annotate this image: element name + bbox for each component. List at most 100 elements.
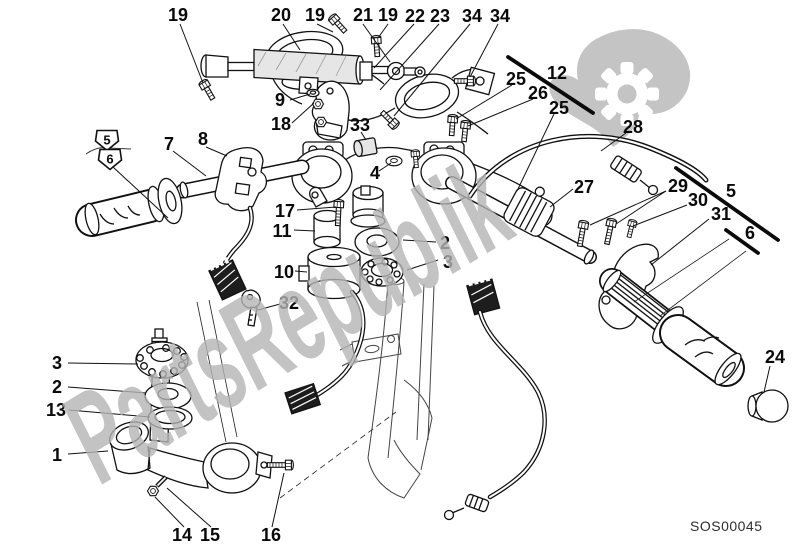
part-label: 15 bbox=[200, 525, 220, 545]
throttle-cable-lower bbox=[443, 274, 547, 521]
part-label: 1 bbox=[52, 445, 62, 465]
part-label: 27 bbox=[574, 177, 594, 197]
part-label: 5 bbox=[726, 181, 736, 201]
leader-line bbox=[632, 204, 688, 227]
leader-line bbox=[615, 190, 667, 225]
part-label: 16 bbox=[261, 525, 281, 545]
part-label: 33 bbox=[350, 115, 370, 135]
ignition-wire bbox=[284, 289, 366, 415]
leader-line bbox=[763, 365, 771, 393]
leader-line bbox=[166, 487, 212, 528]
part-label: 28 bbox=[623, 117, 643, 137]
part-label: 18 bbox=[271, 114, 291, 134]
throttle-grip-assembly bbox=[574, 217, 745, 387]
part-label: 19 bbox=[168, 5, 188, 25]
part-label: 14 bbox=[172, 525, 192, 545]
guide-line bbox=[659, 250, 747, 317]
ignition-switch bbox=[298, 185, 386, 300]
part-label: 19 bbox=[305, 5, 325, 25]
part-label: 11 bbox=[272, 221, 291, 241]
part-label: 2 bbox=[52, 377, 62, 397]
leader-line bbox=[67, 386, 147, 394]
leader-line bbox=[68, 409, 151, 418]
variant-badges: 56 bbox=[94, 129, 123, 171]
part-label: 29 bbox=[668, 176, 688, 196]
guide-line bbox=[633, 238, 730, 303]
part-label: 8 bbox=[198, 129, 208, 149]
leader-line bbox=[293, 229, 316, 232]
left-grip bbox=[75, 177, 183, 237]
part-label: 26 bbox=[528, 83, 548, 103]
leader-line bbox=[600, 132, 627, 152]
damper-mount-knuckle bbox=[306, 80, 350, 141]
bracket-line bbox=[724, 228, 760, 255]
part-label: 23 bbox=[430, 6, 450, 26]
leader-line bbox=[67, 362, 139, 365]
guide-lines bbox=[196, 238, 747, 499]
leader-line bbox=[379, 23, 440, 91]
handlebar-clamp bbox=[503, 186, 555, 237]
leader-line bbox=[67, 450, 109, 455]
part-label: 3 bbox=[443, 252, 453, 272]
part-label: 31 bbox=[711, 204, 731, 224]
gdash-line bbox=[279, 411, 397, 499]
guide-line bbox=[196, 301, 227, 443]
leader-line bbox=[402, 239, 437, 243]
part-label: 17 bbox=[275, 201, 295, 221]
steering-damper bbox=[200, 48, 426, 95]
ignition-connector bbox=[284, 382, 322, 415]
leader-line bbox=[205, 146, 228, 157]
part-label: 7 bbox=[164, 134, 174, 154]
bracket-lines bbox=[506, 55, 780, 255]
watermark: PartsRepublik bbox=[46, 130, 531, 513]
part-label: 10 bbox=[274, 262, 294, 282]
leader-line bbox=[406, 259, 439, 271]
leader-line bbox=[271, 472, 285, 528]
cable-connector bbox=[466, 274, 501, 316]
bracket-line bbox=[674, 166, 780, 242]
leader-line bbox=[294, 270, 308, 273]
leader-line bbox=[378, 162, 392, 172]
part-label: 34 bbox=[490, 6, 510, 26]
key-blank bbox=[241, 289, 261, 327]
part-label: 25 bbox=[549, 98, 569, 118]
drawing-code: SOS00045 bbox=[690, 518, 763, 534]
rubber-pad bbox=[353, 137, 378, 158]
leader-line bbox=[172, 150, 207, 177]
part-label: 9 bbox=[275, 90, 285, 110]
variant-badge-label: 5 bbox=[103, 133, 110, 148]
gear-icon bbox=[549, 29, 691, 147]
leader-line bbox=[112, 166, 169, 219]
part-label: 25 bbox=[506, 69, 526, 89]
leader-line bbox=[179, 23, 204, 84]
leader-line bbox=[650, 218, 710, 266]
part-label: 2 bbox=[440, 233, 450, 253]
variant-badge bbox=[94, 129, 120, 152]
leader-line bbox=[455, 84, 513, 120]
leader-line bbox=[469, 23, 499, 78]
watermark-text: PartsRepublik bbox=[46, 130, 531, 513]
variant-badge-label: 6 bbox=[106, 152, 113, 167]
leader-line bbox=[467, 98, 534, 127]
switch-wire bbox=[208, 205, 254, 301]
part-label: 21 bbox=[353, 5, 373, 25]
part-label: 32 bbox=[279, 293, 299, 313]
leader-line bbox=[589, 190, 667, 226]
part-label: 3 bbox=[52, 353, 62, 373]
switch-housing bbox=[214, 146, 268, 212]
steering-stem-stack bbox=[135, 328, 193, 443]
leader-line bbox=[516, 113, 555, 192]
part-label: 30 bbox=[688, 190, 708, 210]
leader-line bbox=[154, 496, 185, 528]
lower-triple-clamp bbox=[109, 421, 294, 497]
part-label: 13 bbox=[46, 400, 66, 420]
part-label: 6 bbox=[745, 223, 755, 243]
leader-line bbox=[296, 206, 337, 211]
leader-line bbox=[289, 93, 311, 101]
leader-line bbox=[549, 188, 574, 208]
bracket-line bbox=[506, 55, 595, 115]
leader-line bbox=[291, 102, 315, 124]
